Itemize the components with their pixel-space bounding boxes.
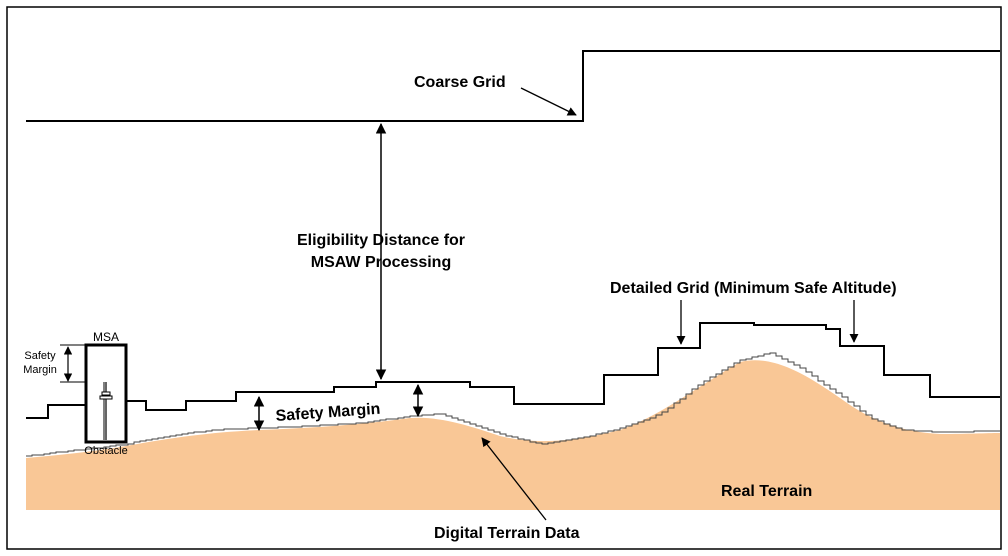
obstacle-label: Obstacle [84,445,127,457]
detailed-grid-line [26,322,1000,419]
detailed-grid-label: Detailed Grid (Minimum Safe Altitude) [610,280,897,297]
obstacle-cap [101,391,111,396]
coarse-grid-line [26,50,1000,122]
coarse-grid-pointer [520,87,577,116]
obstacle-top [99,395,113,400]
real-terrain-area [26,360,1000,510]
eligibility-label-line1: Eligibility Distance for [297,232,465,249]
safety-margin-label: Safety Margin [275,401,381,425]
msa-label: MSA [93,330,119,344]
diagram-frame [6,6,1002,550]
small-safety-label-line1: Safety [24,350,56,362]
digital-terrain-label: Digital Terrain Data [434,525,580,542]
real-terrain-label: Real Terrain [721,483,812,500]
coarse-grid-label: Coarse Grid [414,74,506,91]
digital-terrain-outline [26,352,1000,457]
eligibility-label-line2: MSAW Processing [311,254,451,271]
digital-terrain-pointer [481,437,547,521]
small-safety-label-line2: Margin [23,364,57,376]
